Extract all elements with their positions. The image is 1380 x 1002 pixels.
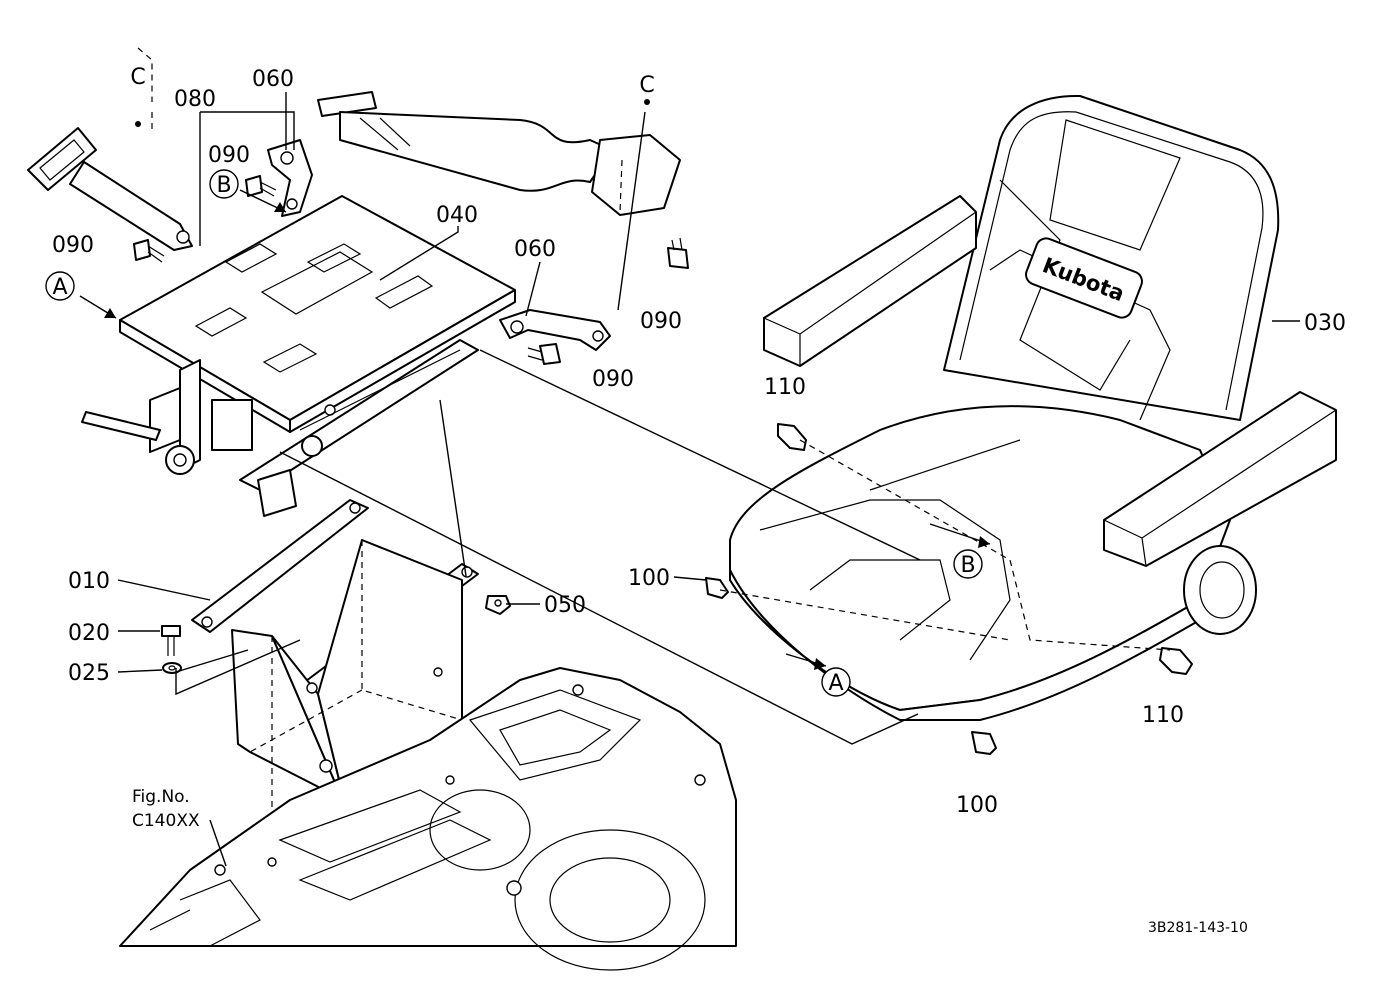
bolt-100-left: [705, 577, 729, 599]
callout-050: 050: [544, 593, 586, 618]
ref-b-2: B: [960, 553, 975, 578]
callout-110-left: 110: [764, 375, 806, 400]
ref-c-2: C: [639, 73, 654, 98]
callout-010: 010: [68, 569, 110, 594]
callout-080: 080: [174, 87, 216, 112]
bolt-110-left: [777, 423, 807, 451]
figure-ref-label: Fig.No.: [132, 787, 190, 807]
ref-b-1: B: [216, 173, 231, 198]
callout-040: 040: [436, 203, 478, 228]
callout-090-top: 090: [208, 143, 250, 168]
figure-ref-number: C140XX: [132, 811, 200, 831]
seat-belt-buckle: [27, 127, 193, 251]
ref-c-1: C: [130, 65, 145, 90]
bolt-100-bottom: [971, 731, 997, 755]
seat-belt-strap: [317, 91, 681, 216]
drawing-number: 3B281-143-10: [1148, 920, 1248, 936]
callout-020: 020: [68, 621, 110, 646]
bolt-020: [161, 625, 181, 656]
bracket-060-right: [499, 309, 611, 351]
callout-060-top: 060: [252, 67, 294, 92]
callout-100-left: 100: [628, 566, 670, 591]
callout-090-bracket: 090: [592, 367, 634, 392]
seat-030: Kubota: [729, 94, 1337, 721]
bolt-110-right: [1159, 647, 1193, 675]
ref-a-1: A: [52, 275, 67, 300]
callout-110-right: 110: [1142, 703, 1184, 728]
callout-060-right: 060: [514, 237, 556, 262]
callout-100-bottom: 100: [956, 793, 998, 818]
bolt-090-top: [245, 175, 277, 197]
nut-050: [485, 595, 511, 615]
transmission-case: [119, 667, 737, 971]
callout-090-left: 090: [52, 233, 94, 258]
bolt-090-strap: [667, 237, 689, 269]
callout-030: 030: [1304, 311, 1346, 336]
bracket-060-left: [267, 139, 313, 217]
bolt-090-left: [133, 239, 165, 263]
callout-025: 025: [68, 661, 110, 686]
seat-suspension-040: [81, 195, 516, 517]
bolt-090-bracket: [527, 343, 561, 365]
ref-a-2: A: [828, 671, 843, 696]
callout-090-strap: 090: [640, 309, 682, 334]
